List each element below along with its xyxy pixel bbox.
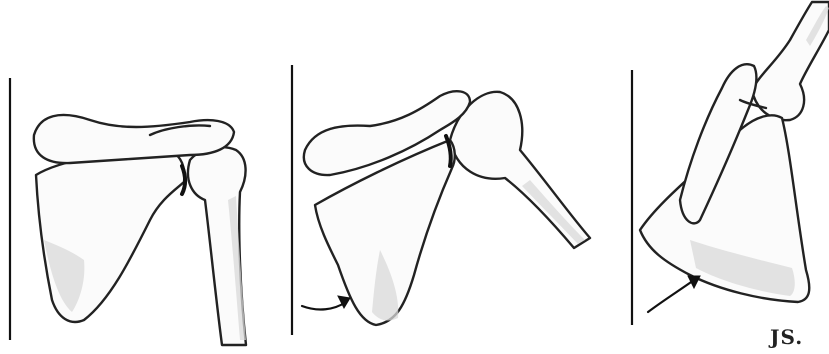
panel-2-humerus-shade [522, 180, 585, 244]
panel-2 [292, 65, 590, 335]
panel-3 [632, 2, 829, 325]
panel-1 [10, 78, 246, 345]
panel-3-arrow [648, 280, 694, 312]
panel-1-scapula [36, 150, 184, 322]
artist-signature: JS. [770, 325, 803, 349]
panel-2-arrow [302, 302, 346, 309]
